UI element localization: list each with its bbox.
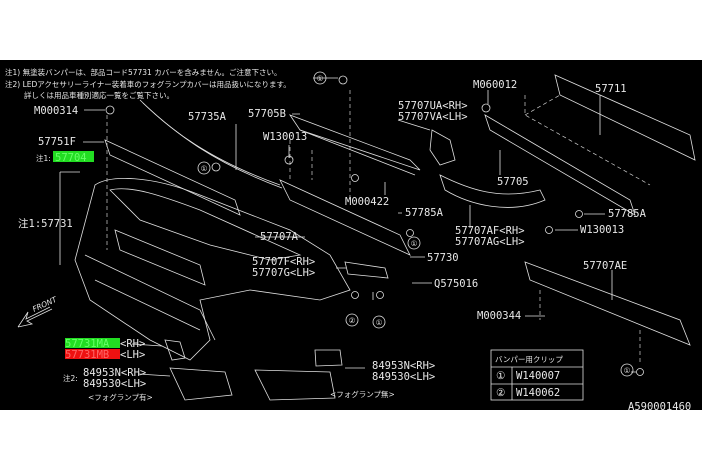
clip-marker: ①: [201, 164, 208, 173]
part-label[interactable]: 57785A: [405, 207, 444, 219]
part-label[interactable]: M060012: [473, 79, 517, 91]
part-label-highlighted[interactable]: 57704: [55, 152, 87, 164]
part-label[interactable]: 57707VA<LH>: [398, 111, 468, 123]
part-label[interactable]: 57707AE: [583, 260, 627, 272]
note-1: 注1) 無塗装バンパーは、部品コード57731 カバーを含みません。ご注意下さい…: [5, 67, 281, 77]
clip-marker: ①: [624, 366, 631, 375]
part-label[interactable]: Q575016: [434, 278, 478, 290]
part-label[interactable]: 57707G<LH>: [252, 267, 315, 279]
clip-part[interactable]: W140062: [516, 387, 560, 399]
part-label[interactable]: W130013: [580, 224, 624, 236]
part-label[interactable]: M000422: [345, 196, 389, 208]
clip-marker: ②: [349, 316, 356, 325]
highlight-red: [65, 349, 120, 359]
part-labels: M000314 57735A 57705B 57751F W130013 注1:…: [18, 79, 647, 402]
fog-without-label: <フォグランプ無>: [330, 389, 395, 399]
line-art: [17, 71, 696, 401]
front-arrow-icon: [17, 306, 53, 328]
part-label[interactable]: 57730: [427, 252, 459, 264]
part-label[interactable]: 57785A: [608, 208, 647, 220]
part-label[interactable]: 84953N<RH>: [83, 367, 146, 379]
note-prefix: 注2:: [63, 373, 78, 383]
part-label[interactable]: 57705B: [248, 108, 286, 120]
part-label[interactable]: 57751F: [38, 136, 76, 148]
note-3: 詳しくは用品車種別適応一覧をご覧下さい。: [24, 90, 174, 100]
part-label[interactable]: 57735A: [188, 111, 227, 123]
part-label-highlighted[interactable]: 57731MA: [65, 338, 110, 350]
fog-with-label: <フォグランプ有>: [88, 392, 153, 402]
note-2: 注2) LEDアクセサリーライナー装着車のフォグランプカバーは用品扱いになります…: [5, 79, 291, 89]
highlight-green: [53, 151, 94, 162]
part-label[interactable]: M000344: [477, 310, 521, 322]
part-label[interactable]: 57707AF<RH>: [455, 225, 525, 237]
clip-mark: ①: [496, 370, 506, 382]
clip-marker: ①: [317, 74, 324, 83]
clip-table: バンパー用クリップ ① W140007 ② W140062: [490, 349, 584, 401]
part-label[interactable]: 57705: [497, 176, 529, 188]
clip-part[interactable]: W140007: [516, 370, 560, 382]
clip-marker: ①: [376, 318, 383, 327]
part-label[interactable]: M000314: [34, 105, 78, 117]
part-label[interactable]: 849530<LH>: [372, 371, 435, 383]
part-side: <LH>: [120, 349, 145, 361]
highlight-green: [65, 338, 120, 348]
part-label[interactable]: W130013: [263, 131, 307, 143]
part-label[interactable]: 注1:57731: [18, 217, 73, 230]
part-label[interactable]: 57707UA<RH>: [398, 100, 468, 112]
drawing-id: A590001460: [628, 401, 691, 413]
clip-table-header: バンパー用クリップ: [495, 355, 563, 364]
note-prefix: 注1:: [36, 153, 51, 163]
part-label[interactable]: 57707F<RH>: [252, 256, 315, 268]
clip-marker: ①: [411, 239, 418, 248]
part-label[interactable]: 57707AG<LH>: [455, 236, 525, 248]
part-label[interactable]: 849530<LH>: [83, 378, 146, 390]
part-label-highlighted[interactable]: 57731MB: [65, 349, 109, 361]
part-label[interactable]: 57707A: [260, 231, 299, 243]
part-label[interactable]: 57711: [595, 83, 627, 95]
part-label[interactable]: 84953N<RH>: [372, 360, 435, 372]
part-side: <RH>: [120, 338, 145, 350]
clip-mark: ②: [496, 387, 506, 399]
